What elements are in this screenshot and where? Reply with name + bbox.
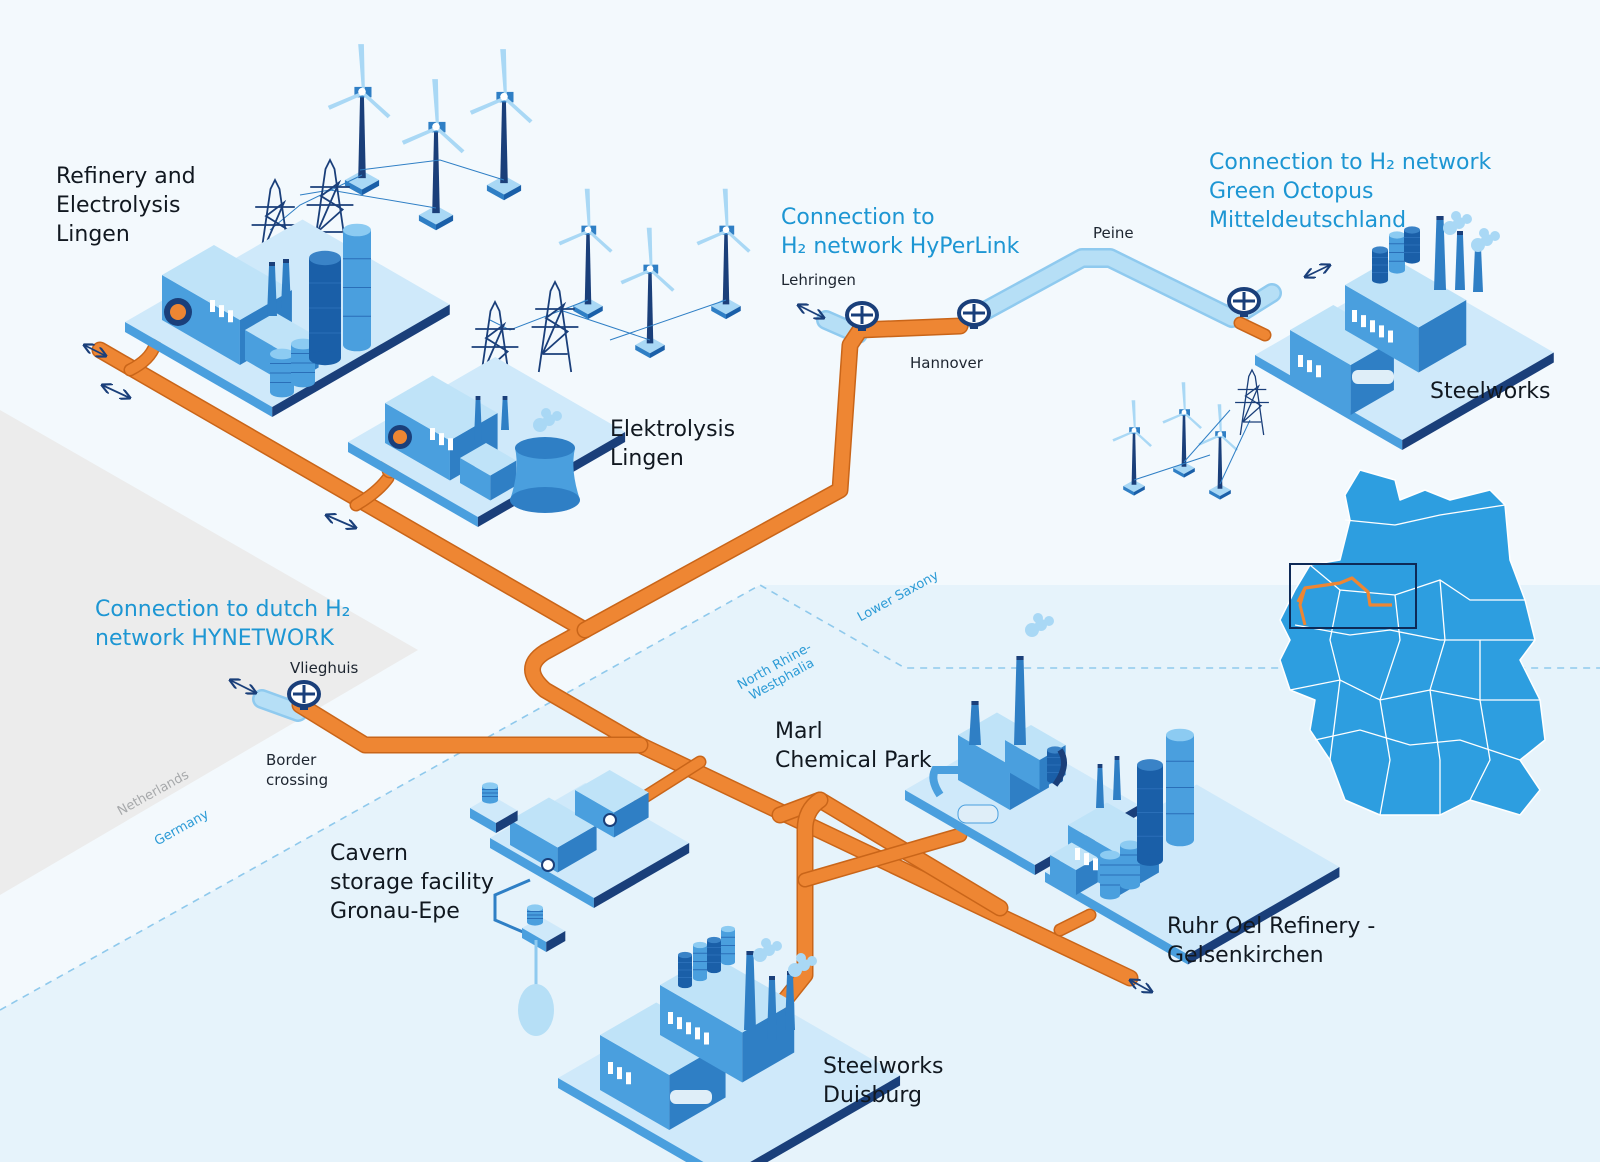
pipeline-vlieghuis [293,698,647,752]
label-lehringen: Lehringen [781,271,856,289]
valve-lehringen-icon [845,301,879,331]
valve-hannover-icon [957,299,991,329]
label-vlieghuis: Vlieghuis [290,659,359,677]
valve-vlieghuis-icon [287,680,321,710]
wind-turbine-6-icon [696,188,751,320]
pipeline-duisburg-branch [778,793,827,1007]
plant-steelworks-icon [1255,211,1554,450]
arrow-green-octopus [1305,265,1330,277]
arrow-refinery-west [84,345,106,356]
power-line-7 [1133,454,1211,481]
pipeline-main-trunk [93,343,1137,985]
pylon-3-icon [471,299,519,393]
germany-state-border-6 [1379,594,1401,816]
germany-state-border-9 [1329,589,1341,761]
pipeline-ruhr-branch [1055,910,1095,935]
wind-turbine-9-icon [1198,404,1238,500]
netherlands-area [0,410,418,895]
arrow-elektrolysis-branch [326,515,356,528]
wind-turbines [269,44,1251,500]
arrow-refinery-branch [102,385,130,398]
pipeline-refinery-branch [125,340,160,375]
label-hannover: Hannover [910,354,983,372]
germany-state-border-4 [1289,679,1540,701]
power-line-8 [1183,409,1231,463]
hydrogen-pipeline-network [91,315,1272,1009]
power-line-3 [359,159,505,181]
plant-elektrolysis-lingen-icon [348,357,626,527]
wind-turbine-4-icon [558,188,613,320]
arrow-lehringen [798,305,824,318]
germany-state-border-8 [1469,640,1491,801]
germany-inset-map [1279,469,1546,816]
border-line-nrw-lower-saxony [0,584,1600,1011]
pylon-5-icon [1235,368,1269,436]
pipeline-elektrolysis-branch [351,473,393,510]
plant-cavern-storage-icon [470,770,690,1036]
plant-steelworks-duisburg-icon [558,925,901,1162]
wind-turbine-1-icon [327,44,391,196]
power-line-9 [1219,419,1251,485]
pipe-end-arrows [84,265,1330,992]
valve-green-octopus-icon [1227,287,1261,317]
plant-ruhr-oel-refinery-icon [1045,728,1340,965]
region-borders [0,584,1600,1011]
pipeline-steelworks-branch [1235,318,1270,340]
pylon-2-icon [306,157,354,251]
germany-map-focus-box [1289,563,1417,629]
power-line-1 [269,174,363,231]
germany-state-border-7 [1429,579,1446,815]
germany-state-border-3 [1294,624,1535,641]
label-ruhr-oel-refinery: Ruhr Oel Refinery -Gelsenkirchen [1167,914,1376,968]
pipeline-to-hannover [578,319,967,637]
germany-map-pipeline-branch [1298,587,1307,626]
pipe-hyperlink-green-octopus [964,250,1280,326]
germany-state-border-1 [1344,504,1506,526]
power-line-5 [559,309,651,341]
wind-turbine-8-icon [1162,382,1202,478]
cavern-icon [518,984,554,1036]
valves [287,287,1261,710]
germany-state-border-2 [1309,564,1525,601]
arrow-vlieghuis [230,680,256,693]
germany-state-border-5 [1314,729,1521,761]
wind-turbine-2-icon [401,79,465,231]
industrial-plants [125,211,1554,1162]
pipe-vlieghuis-stub [254,691,306,720]
arrow-ruhr-east [1130,980,1152,992]
plant-refinery-electrolysis-lingen-icon [125,219,450,417]
power-line-4 [489,299,589,331]
pipeline-marl-branch [799,829,966,886]
wind-turbine-3-icon [469,49,533,201]
pipeline-cavern-branch [635,757,705,805]
pylon-4-icon [531,279,579,373]
wind-turbine-7-icon [1112,400,1152,496]
label-peine: Peine [1093,224,1134,242]
wind-turbine-5-icon [620,227,675,359]
power-line-6 [609,299,727,341]
label-steelworks: Steelworks [1430,379,1551,404]
